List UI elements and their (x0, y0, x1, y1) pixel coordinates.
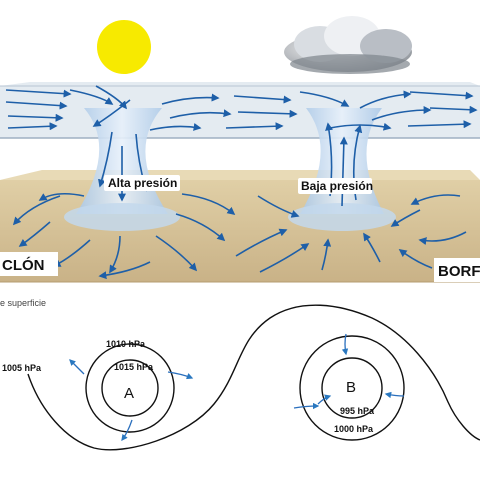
cloud-icon (284, 16, 412, 74)
svg-text:CLÓN: CLÓN (2, 256, 45, 274)
right-edge-label: BORF (434, 258, 480, 282)
upper-flow-arrows (5, 85, 478, 131)
svg-text:Baja presión: Baja presión (301, 179, 373, 193)
svg-text:BORF: BORF (438, 263, 480, 280)
outer-isobar-line (27, 304, 480, 451)
high-center-label: A (124, 385, 134, 402)
ground-slab (0, 170, 480, 283)
high-isobar-label-1010: 1010 hPa (106, 339, 146, 349)
map-caption: e superficie (0, 298, 46, 308)
low-isobar-outer (299, 335, 405, 441)
low-center-label: B (346, 379, 356, 396)
low-isobar-inner (321, 357, 383, 419)
low-isobar-label-1000: 1000 hPa (334, 424, 374, 434)
left-edge-label: CLÓN (0, 252, 58, 276)
low-isobar-label-995: 995 hPa (340, 406, 375, 416)
isobar-map: 1005 hPa 1010 hPa 1015 hPa A B 995 hPa 1… (2, 304, 480, 451)
high-isobar-outer (85, 343, 175, 433)
low-pressure-label: Baja presión (298, 178, 373, 194)
high-pressure-label: Alta presión (104, 175, 180, 191)
svg-text:Alta presión: Alta presión (108, 176, 177, 190)
sun-icon (97, 20, 151, 74)
high-isobar-inner (101, 359, 159, 417)
outer-isobar-label: 1005 hPa (2, 363, 42, 373)
high-isobar-label-1015: 1015 hPa (114, 362, 154, 372)
surface-flow-arrows (12, 192, 467, 280)
